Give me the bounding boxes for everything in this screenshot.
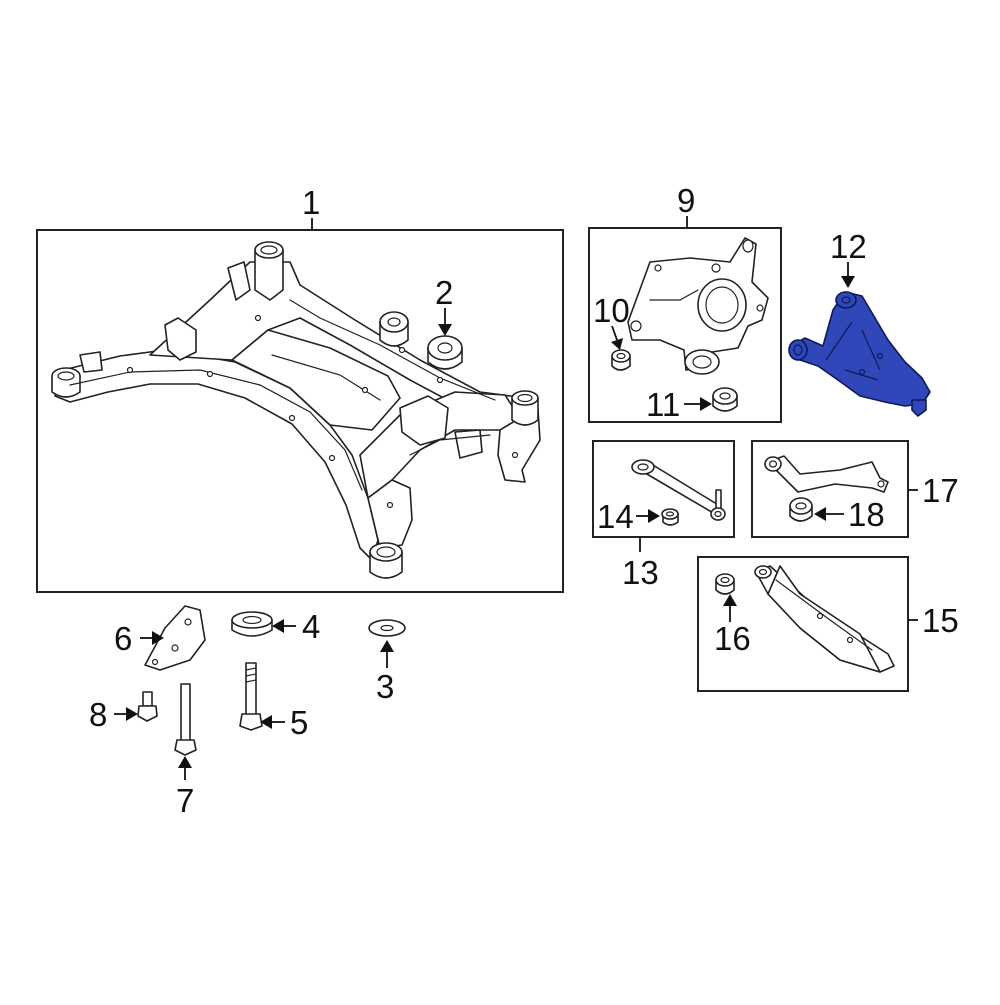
control-arm-part-12-highlighted <box>788 291 931 417</box>
callout-9: 9 <box>677 182 695 219</box>
callout-labels: 1 2 3 4 5 6 7 8 9 10 11 12 13 14 15 16 1… <box>89 182 959 819</box>
bushing-part-14 <box>661 508 679 526</box>
bushing-part-16 <box>715 573 735 595</box>
bolt-part-8 <box>137 691 158 722</box>
bolt-part-5 <box>239 662 263 731</box>
bushing-part-10 <box>611 349 631 371</box>
lower-arm-part-15 <box>754 565 895 673</box>
callout-17: 17 <box>922 472 959 509</box>
bushing-part-18 <box>789 497 813 522</box>
bushing-part-2 <box>379 311 463 370</box>
bracket-part-6 <box>144 605 206 671</box>
trailing-link-part-17 <box>764 455 889 493</box>
knuckle-part-9 <box>627 237 769 375</box>
bushing-part-11 <box>712 387 738 412</box>
bolt-part-7 <box>174 683 197 756</box>
box-knuckle <box>588 227 782 423</box>
callout-2: 2 <box>435 274 453 311</box>
callout-1: 1 <box>302 184 320 221</box>
leader-lines <box>114 216 918 780</box>
stopper-part-4 <box>231 611 273 637</box>
callout-11: 11 <box>646 386 680 423</box>
callout-7: 7 <box>176 782 194 819</box>
callout-6: 6 <box>114 620 132 657</box>
washer-part-3 <box>368 619 406 637</box>
callout-14: 14 <box>597 498 634 535</box>
callout-3: 3 <box>376 668 394 705</box>
callout-16: 16 <box>714 620 751 657</box>
callout-8: 8 <box>89 696 107 733</box>
callout-10: 10 <box>593 292 630 329</box>
callout-13: 13 <box>622 554 659 591</box>
callout-15: 15 <box>922 602 959 639</box>
callout-5: 5 <box>290 704 308 741</box>
callout-12: 12 <box>830 228 867 265</box>
lateral-link-part-13 <box>631 459 726 521</box>
box-lateral-link <box>592 440 735 538</box>
box-crossmember <box>36 229 564 593</box>
box-lower-arm <box>697 556 909 692</box>
box-trailing-link <box>751 440 909 538</box>
callout-4: 4 <box>302 608 320 645</box>
callout-18: 18 <box>848 496 885 533</box>
crossmember-part <box>51 241 541 579</box>
